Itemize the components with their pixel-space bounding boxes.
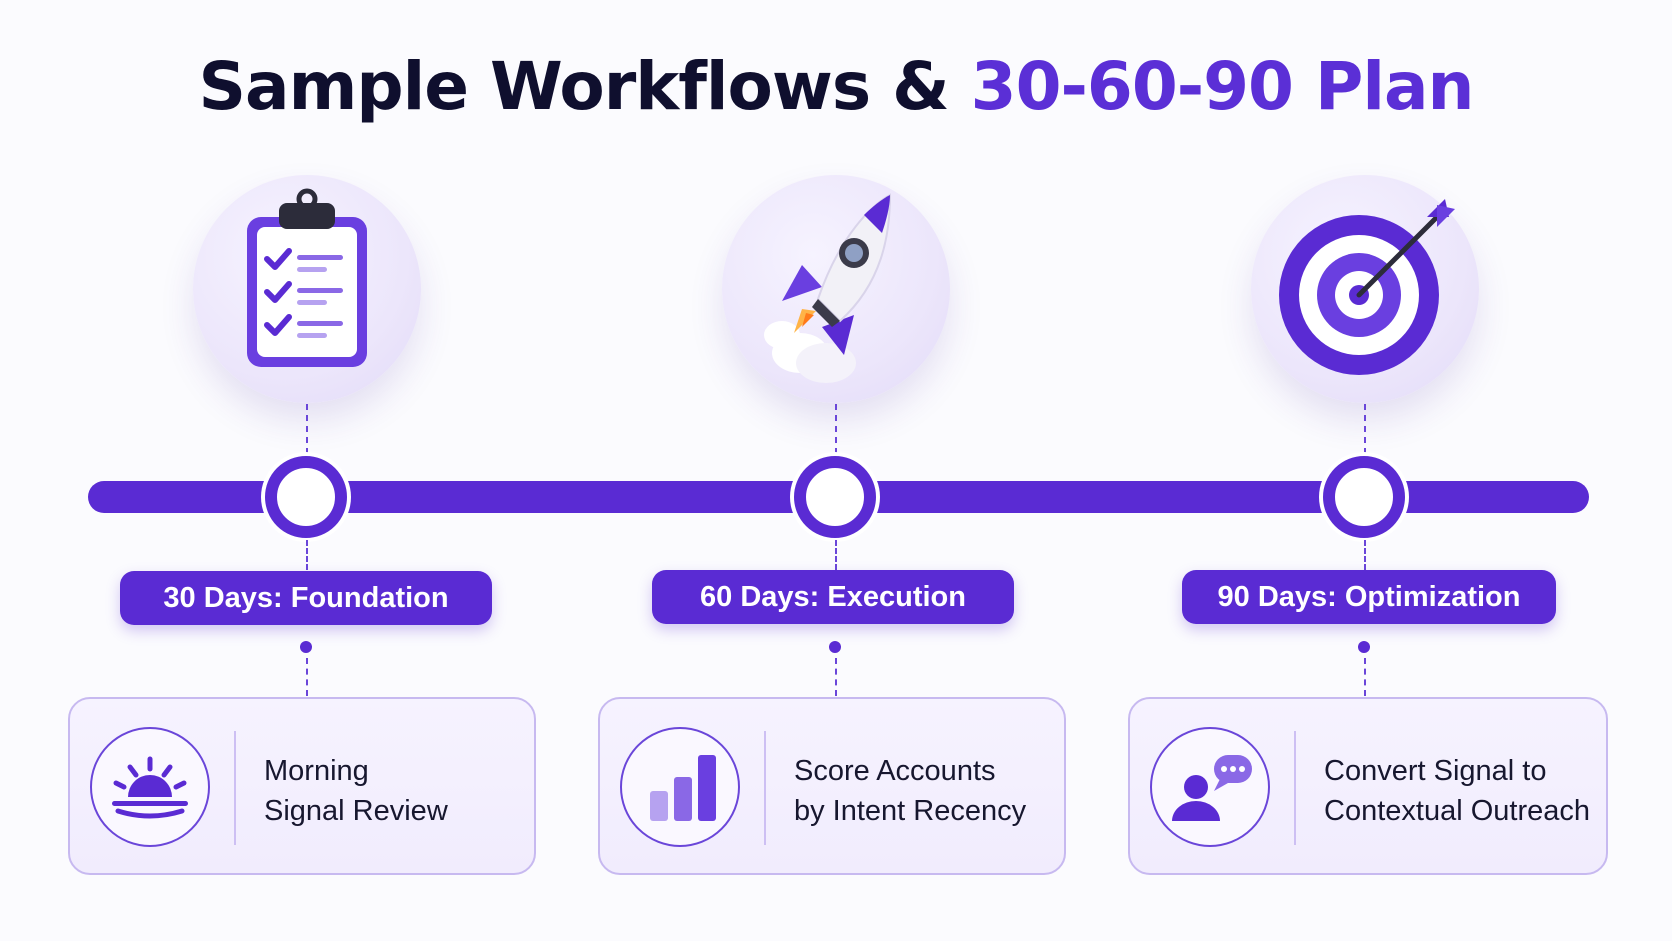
connector-dot [829, 641, 841, 653]
card-title: Score Accounts by Intent Recency [794, 751, 1064, 831]
connector-line [1364, 658, 1366, 696]
connector-line [835, 658, 837, 696]
card-title-line: by Intent Recency [794, 795, 1027, 827]
card-title: Morning Signal Review [264, 751, 534, 831]
user-chat-icon [1172, 755, 1252, 821]
card-divider [234, 731, 236, 845]
sunrise-icon [112, 756, 188, 819]
workflow-card-1: Morning Signal Review [68, 697, 536, 875]
title-accent: 30-60-90 Plan [970, 48, 1475, 125]
timeline-node [1323, 456, 1405, 538]
connector-line [306, 540, 308, 570]
card-title-line: Signal Review [264, 795, 448, 827]
page-title: Sample Workflows & 30-60-90 Plan [0, 48, 1672, 125]
phase-1-label: 30 Days: Foundation [120, 571, 492, 625]
connector-line [835, 404, 837, 454]
workflow-card-2: Score Accounts by Intent Recency [598, 697, 1066, 875]
connector-line [306, 658, 308, 696]
card-icon-circle [90, 727, 210, 847]
target-icon [1279, 199, 1455, 375]
timeline-node [265, 456, 347, 538]
card-title-line: Contextual Outreach [1324, 795, 1590, 827]
phase-3-icon-circle [1251, 175, 1479, 403]
connector-line [306, 404, 308, 454]
workflow-card-3: Convert Signal to Contextual Outreach [1128, 697, 1608, 875]
connector-line [1364, 404, 1366, 454]
card-divider [1294, 731, 1296, 845]
clipboard-checklist-icon [247, 188, 367, 367]
card-title-line: Convert Signal to [1324, 755, 1547, 787]
connector-dot [1358, 641, 1370, 653]
connector-dot [300, 641, 312, 653]
phase-2-icon-circle [722, 175, 950, 403]
rocket-icon [764, 193, 892, 383]
card-title-line: Morning [264, 755, 369, 787]
timeline-node [794, 456, 876, 538]
phase-2-label: 60 Days: Execution [652, 570, 1014, 624]
phase-1-icon-circle [193, 175, 421, 403]
card-icon-circle [620, 727, 740, 847]
card-divider [764, 731, 766, 845]
connector-line [1364, 540, 1366, 570]
title-main: Sample Workflows & [198, 48, 950, 125]
card-icon-circle [1150, 727, 1270, 847]
bar-chart-icon [650, 755, 716, 821]
phase-3-label: 90 Days: Optimization [1182, 570, 1556, 624]
connector-line [835, 540, 837, 570]
card-title-line: Score Accounts [794, 755, 996, 787]
card-title: Convert Signal to Contextual Outreach [1324, 751, 1604, 831]
